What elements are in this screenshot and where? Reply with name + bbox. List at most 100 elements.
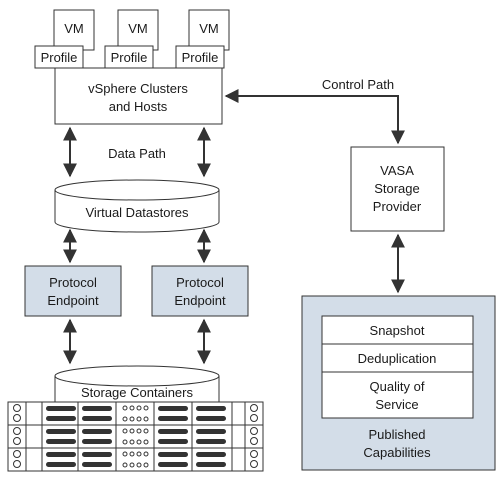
port-dot — [143, 439, 149, 445]
drive-handle — [46, 439, 76, 444]
endpoint-label-line1: Protocol — [176, 275, 224, 290]
vasa-label-line2: Storage — [374, 181, 420, 196]
capability-item-deduplication — [321, 343, 474, 373]
drive-handle — [196, 416, 226, 421]
port-dot — [136, 416, 142, 422]
vm-profile-group-3: VM Profile — [175, 9, 230, 69]
drive-handle — [82, 462, 112, 467]
vm-label: VM — [64, 21, 84, 36]
drive-handle — [46, 416, 76, 421]
drive-handle — [196, 406, 226, 411]
port-dot — [129, 451, 135, 457]
indicator-light — [250, 404, 258, 412]
drive-handle — [46, 406, 76, 411]
storage-containers-cylinder: Storage Containers — [54, 365, 220, 403]
control-path-label: Control Path — [322, 77, 394, 92]
drive-handle — [158, 406, 188, 411]
port-dot — [129, 428, 135, 434]
vm-profile-group-2: VM Profile — [104, 9, 159, 69]
port-dot — [143, 405, 149, 411]
drive-handle — [158, 439, 188, 444]
clusters-box — [54, 67, 223, 125]
profile-label: Profile — [182, 50, 219, 65]
port-dot — [122, 462, 128, 468]
vasa-label-line1: VASA — [380, 163, 414, 178]
capability-snapshot-label: Snapshot — [370, 323, 425, 338]
port-dot — [122, 416, 128, 422]
port-dot — [143, 416, 149, 422]
port-dot — [143, 451, 149, 457]
vasa-label-line3: Provider — [373, 199, 422, 214]
control-path-arrow — [224, 89, 405, 145]
drive-handle — [46, 462, 76, 467]
indicator-light — [13, 414, 21, 422]
storage-containers-label: Storage Containers — [81, 385, 194, 400]
drive-handle — [46, 429, 76, 434]
port-dot — [136, 439, 142, 445]
endpoint-label-line2: Endpoint — [174, 293, 226, 308]
rack-side-bay — [244, 447, 264, 472]
indicator-light — [13, 437, 21, 445]
port-dot — [136, 451, 142, 457]
endpoint-label-line2: Endpoint — [47, 293, 99, 308]
vm-profile-group-1: VM Profile — [34, 9, 95, 69]
indicator-light — [250, 460, 258, 468]
drive-handle — [82, 439, 112, 444]
capabilities-title-line1: Published — [368, 427, 425, 442]
drive-handle — [82, 406, 112, 411]
indicator-light — [250, 414, 258, 422]
drive-handle — [196, 439, 226, 444]
data-path-label: Data Path — [108, 146, 166, 161]
vm-box — [117, 9, 159, 51]
drive-handle — [82, 429, 112, 434]
capability-qos-label-line2: Service — [375, 397, 418, 412]
port-dot — [129, 405, 135, 411]
profile-label: Profile — [41, 50, 78, 65]
rack-side-bay — [7, 447, 27, 472]
port-dot — [122, 428, 128, 434]
clusters-label-line2: and Hosts — [109, 99, 168, 114]
vm-label: VM — [128, 21, 148, 36]
port-dot — [136, 405, 142, 411]
vasa-provider-box — [350, 146, 445, 232]
port-dot — [143, 428, 149, 434]
indicator-light — [250, 427, 258, 435]
drive-handle — [46, 452, 76, 457]
port-dot — [122, 405, 128, 411]
rack-unit — [7, 424, 264, 449]
port-dot — [122, 451, 128, 457]
indicator-light — [13, 427, 21, 435]
virtual-datastores-cylinder: Virtual Datastores — [54, 179, 220, 233]
port-dot — [129, 416, 135, 422]
indicator-light — [13, 460, 21, 468]
drive-handle — [158, 452, 188, 457]
drive-handle — [158, 462, 188, 467]
storage-array — [7, 401, 264, 472]
indicator-light — [13, 404, 21, 412]
drive-handle — [82, 416, 112, 421]
drive-handle — [158, 416, 188, 421]
drive-handle — [196, 462, 226, 467]
vm-label: VM — [199, 21, 219, 36]
capabilities-title-line2: Capabilities — [363, 445, 431, 460]
indicator-light — [250, 437, 258, 445]
port-dot — [129, 439, 135, 445]
port-dot — [136, 428, 142, 434]
capability-item-quality-of-service — [321, 371, 474, 419]
rack-unit — [7, 401, 264, 426]
drive-handle — [196, 452, 226, 457]
drive-handle — [82, 452, 112, 457]
port-dot — [129, 462, 135, 468]
indicator-light — [13, 450, 21, 458]
port-dot — [122, 439, 128, 445]
virtual-datastores-label: Virtual Datastores — [85, 205, 189, 220]
protocol-endpoint-2: Protocol Endpoint — [151, 265, 249, 317]
published-capabilities-panel: Snapshot Deduplication Quality of Servic… — [301, 295, 496, 471]
endpoint-label-line1: Protocol — [49, 275, 97, 290]
port-dot — [136, 462, 142, 468]
capability-item-snapshot — [321, 315, 474, 345]
vm-box — [188, 9, 230, 51]
drive-handle — [158, 429, 188, 434]
indicator-light — [250, 450, 258, 458]
